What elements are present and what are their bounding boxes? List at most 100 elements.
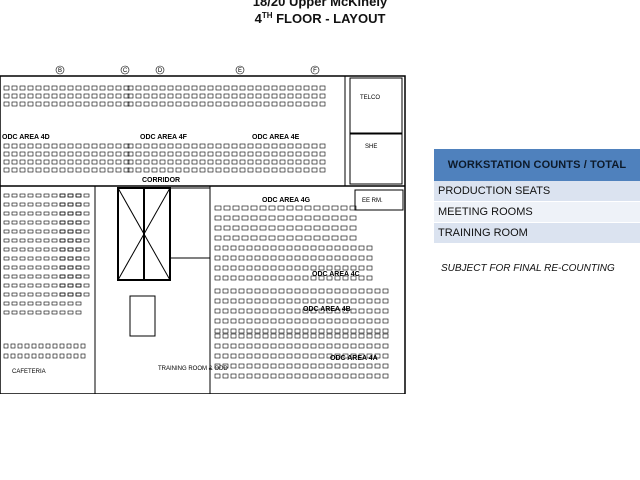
desk (326, 245, 333, 251)
desk (358, 265, 365, 271)
desk (31, 353, 37, 359)
desk (17, 353, 23, 359)
desk (19, 85, 26, 91)
desk (207, 159, 214, 165)
recount-note: SUBJECT FOR FINAL RE-COUNTING (441, 263, 615, 274)
desk (59, 229, 66, 234)
desk (43, 167, 50, 173)
desk (247, 159, 254, 165)
desk (127, 167, 134, 173)
desk (239, 101, 246, 107)
desk (326, 265, 333, 271)
desk (349, 235, 357, 241)
desk (246, 288, 253, 294)
desk (366, 343, 373, 349)
desk (3, 220, 10, 225)
desk (59, 238, 66, 243)
desk (191, 143, 198, 149)
desk (241, 225, 249, 231)
desk (262, 255, 269, 261)
desk (310, 328, 317, 334)
desk (310, 353, 317, 359)
desk (231, 143, 238, 149)
desk (286, 363, 293, 369)
desk (358, 275, 365, 281)
desk (35, 143, 42, 149)
desk (35, 93, 42, 99)
desk (334, 245, 341, 251)
desk (27, 202, 34, 207)
desk (99, 167, 106, 173)
desk (75, 238, 82, 243)
desk (350, 308, 357, 314)
desk (230, 343, 237, 349)
desk (51, 274, 58, 279)
desk (279, 151, 286, 157)
desk (358, 288, 365, 294)
desk (270, 308, 277, 314)
desk (303, 143, 310, 149)
desk (66, 353, 72, 359)
desk (302, 308, 309, 314)
desk (302, 298, 309, 304)
column-marker (120, 65, 130, 75)
desk (374, 288, 381, 294)
desk (151, 167, 158, 173)
desk (51, 93, 58, 99)
label-corridor: CORRIDOR (142, 177, 180, 184)
desk (342, 245, 349, 251)
desk (230, 308, 237, 314)
desk (294, 255, 301, 261)
desk (223, 159, 230, 165)
desk (67, 292, 74, 297)
desk (223, 101, 230, 107)
desk (207, 101, 214, 107)
desk (83, 229, 90, 234)
desk (270, 275, 277, 281)
desk (11, 256, 18, 261)
desk (143, 159, 150, 165)
desk (223, 85, 230, 91)
desk (27, 167, 34, 173)
desk (262, 373, 269, 379)
desk (51, 265, 58, 270)
desk (59, 93, 66, 99)
desk (51, 229, 58, 234)
table-row-production-seats: PRODUCTION SEATS (434, 181, 640, 202)
desk (304, 215, 312, 221)
desk (259, 205, 267, 211)
desk (254, 265, 261, 271)
desk (75, 247, 82, 252)
desk (107, 167, 114, 173)
desk (83, 265, 90, 270)
desk (259, 225, 267, 231)
desk (246, 333, 253, 339)
desk (278, 275, 285, 281)
desk (127, 159, 134, 165)
desk (334, 265, 341, 271)
desk (45, 343, 51, 349)
desk (262, 333, 269, 339)
desk (135, 85, 142, 91)
desk (271, 143, 278, 149)
desk (303, 101, 310, 107)
desk (310, 265, 317, 271)
desk (43, 143, 50, 149)
desk (75, 211, 82, 216)
desk (318, 308, 325, 314)
desk (374, 308, 381, 314)
desk (27, 220, 34, 225)
desk (268, 235, 276, 241)
desk (59, 220, 66, 225)
desk (295, 85, 302, 91)
desk (342, 308, 349, 314)
desk (268, 215, 276, 221)
desk (27, 159, 34, 165)
desk (246, 265, 253, 271)
desk (99, 143, 106, 149)
desk (151, 85, 158, 91)
desk (214, 318, 221, 324)
desk (214, 288, 221, 294)
desk (310, 245, 317, 251)
desk (340, 205, 348, 211)
